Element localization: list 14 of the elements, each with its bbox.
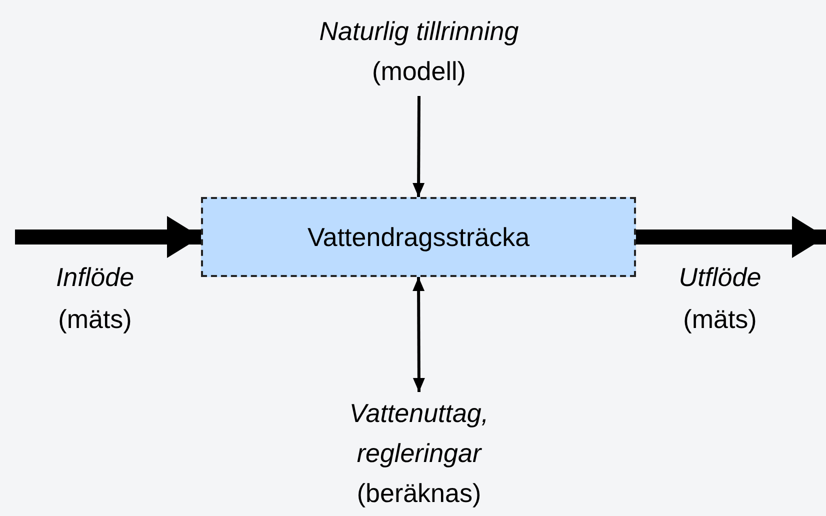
node-title: Vattendragssträcka xyxy=(307,220,530,254)
arrow xyxy=(636,216,826,258)
arrow xyxy=(412,96,425,197)
flow-note: (mäts) xyxy=(58,304,132,335)
node-title: Vattenuttag, regleringar xyxy=(348,396,490,470)
flow-label: Utflöde xyxy=(678,262,762,293)
process-box xyxy=(201,197,636,277)
node-title: Naturlig tillrinning xyxy=(319,14,519,48)
node-note: (beräknas) xyxy=(356,477,482,510)
flow-label: Inflöde xyxy=(56,262,134,293)
arrow xyxy=(15,216,201,258)
node-note: (modell) xyxy=(372,55,466,88)
arrow xyxy=(412,277,425,392)
flow-note: (mäts) xyxy=(683,304,757,335)
